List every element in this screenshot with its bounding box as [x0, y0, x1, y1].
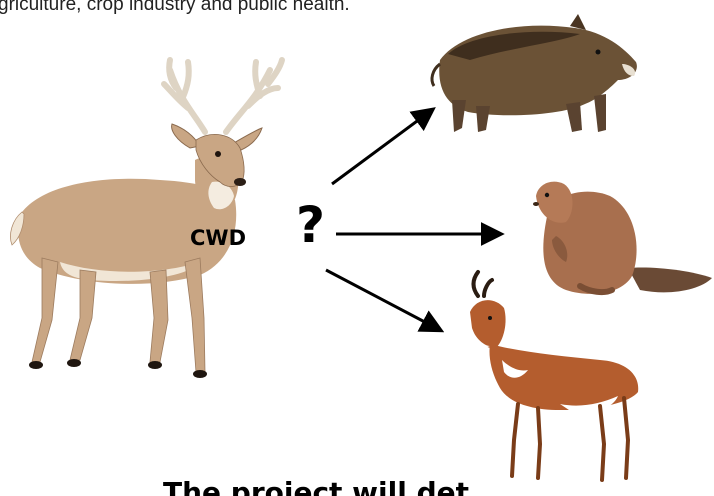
- bottom-caption-text: The project will det: [163, 476, 469, 496]
- beaver-illustration: [533, 182, 712, 294]
- arrow-to-boar: [332, 110, 432, 184]
- arrow-to-pronghorn: [326, 270, 440, 330]
- deer-illustration: [10, 60, 282, 378]
- cwd-label: CWD: [190, 226, 246, 250]
- boar-illustration: [432, 14, 637, 132]
- arrows-group: [326, 110, 500, 330]
- pronghorn-illustration: [468, 272, 638, 480]
- question-mark: ?: [296, 196, 325, 254]
